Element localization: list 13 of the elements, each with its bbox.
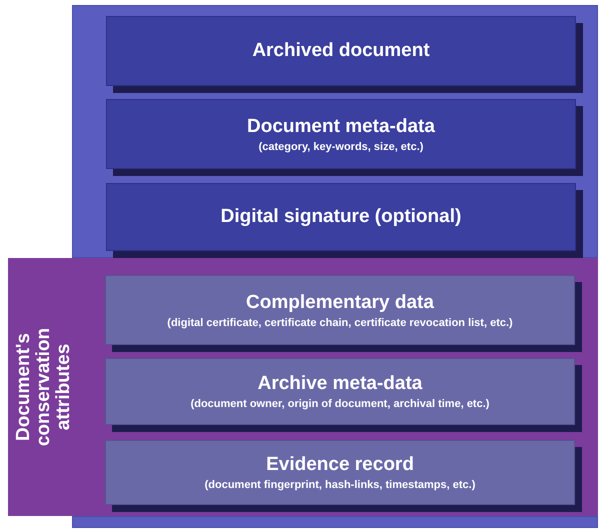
layer-title: Archived document: [252, 40, 430, 62]
stack-container: [72, 5, 598, 258]
group-band: [8, 258, 598, 516]
layer-title: Digital signature (optional): [220, 206, 462, 228]
layer-title: Evidence record: [266, 454, 414, 476]
layer-description: (document owner, origin of document, archival time, etc.): [190, 398, 490, 410]
layer-title: Archive meta-data: [258, 373, 422, 395]
layer-description: (digital certificate, certificate chain, certificate revocation list, etc.): [167, 316, 513, 328]
layer-title: Complementary data: [246, 292, 434, 314]
layer-title: Document meta-data: [247, 116, 435, 138]
group-title: Document's conservation attributes: [14, 326, 74, 448]
layer-description: (document fingerprint, hash-links, timestamps, etc.): [204, 479, 476, 491]
layer-description: (category, key-words, size, etc.): [258, 140, 424, 152]
